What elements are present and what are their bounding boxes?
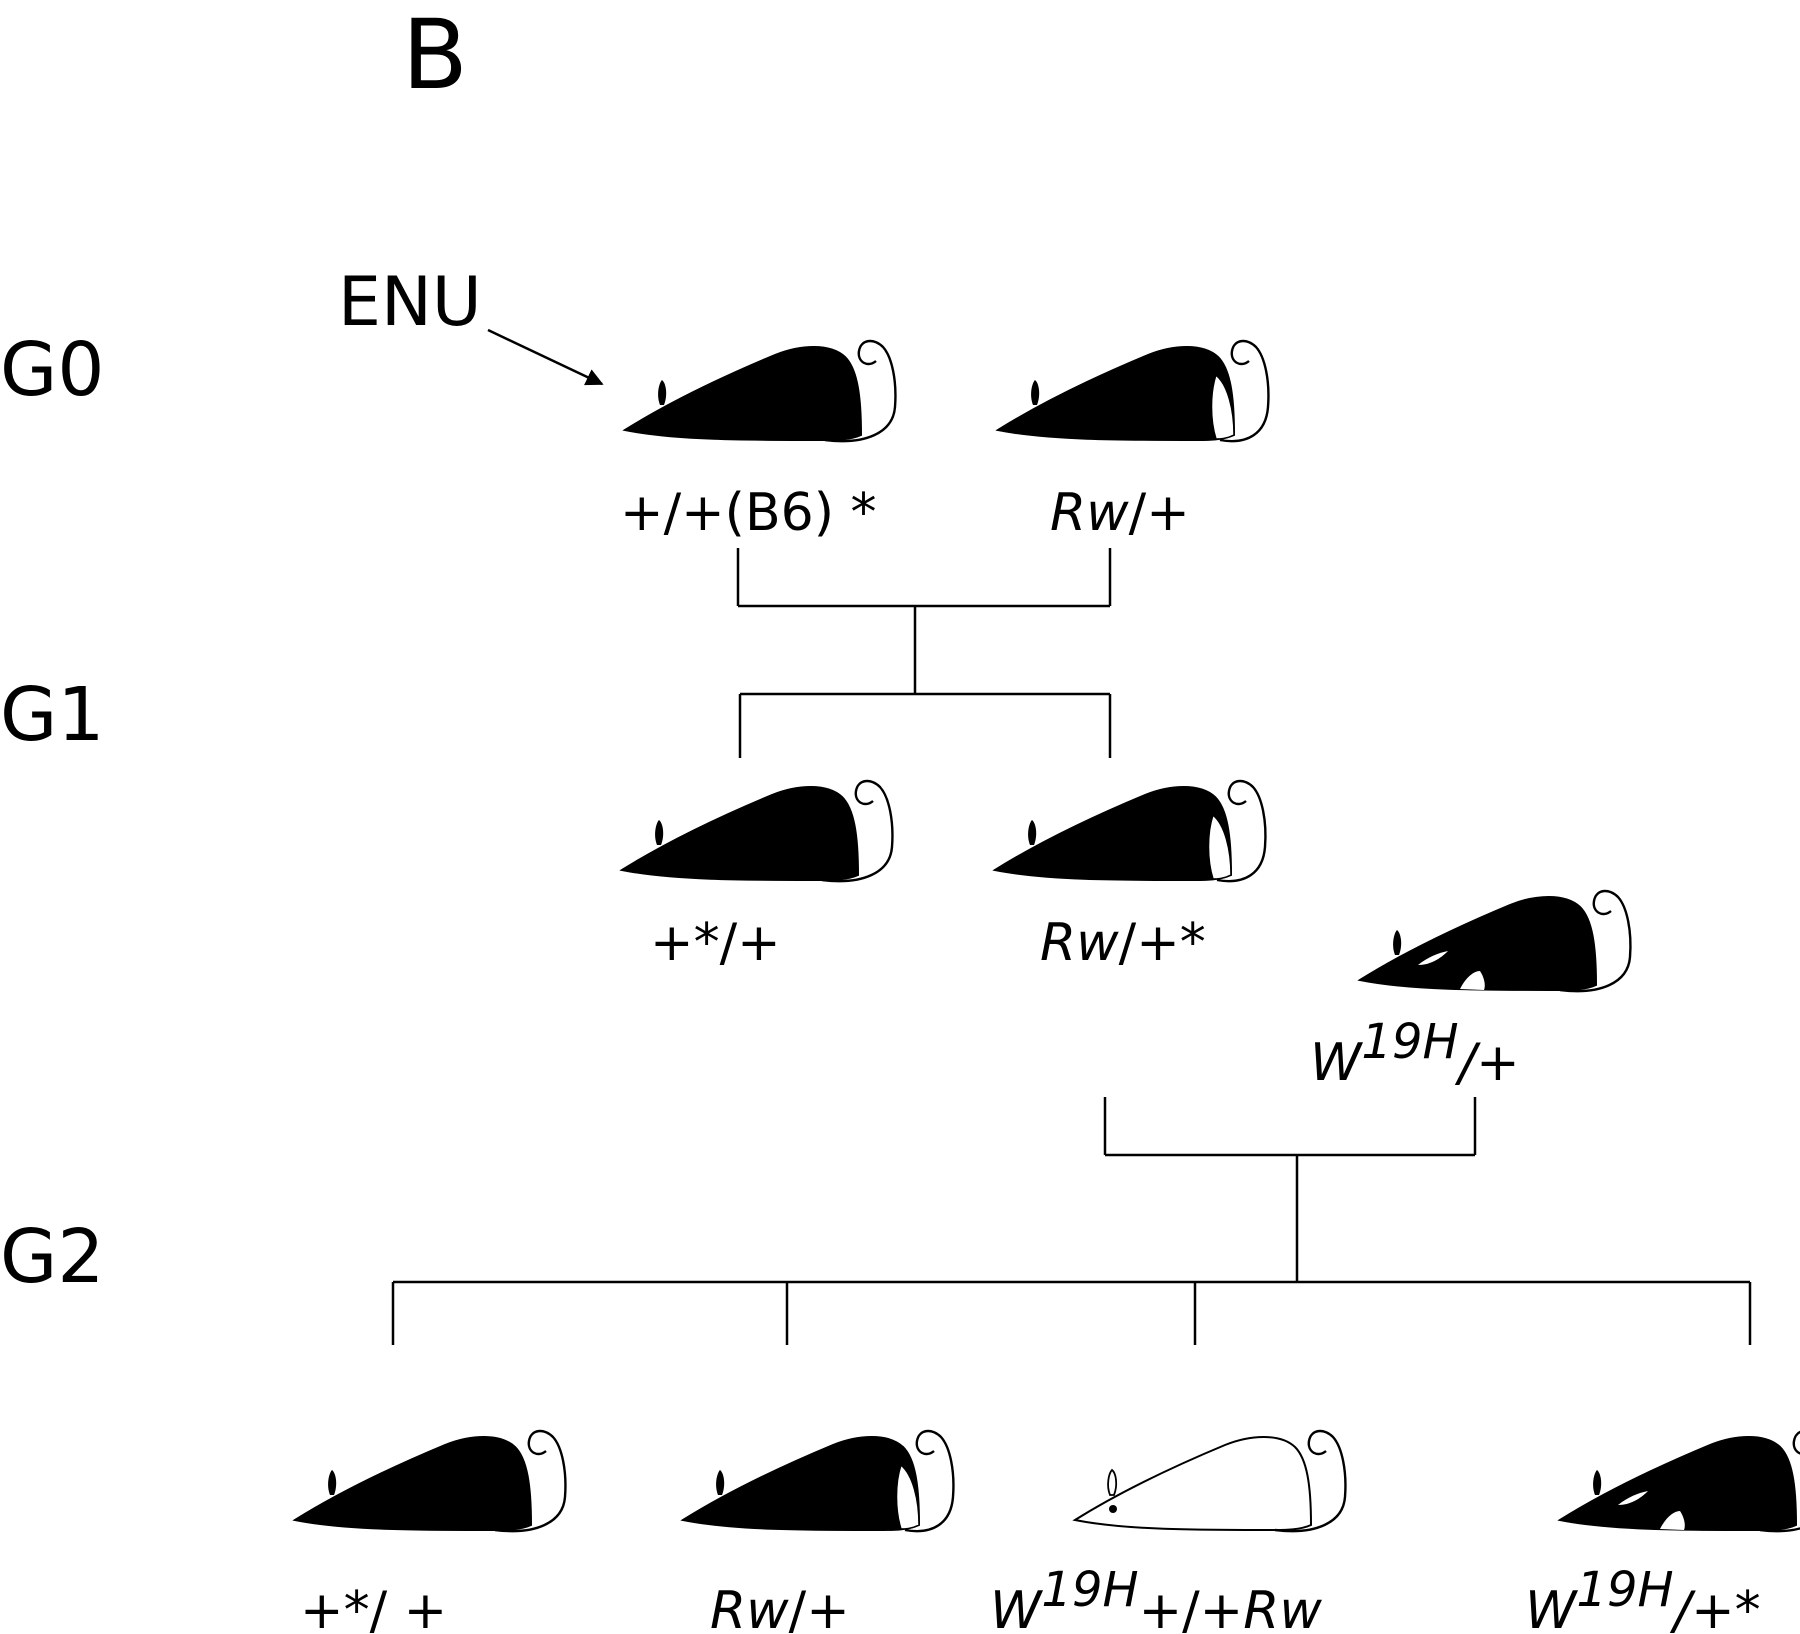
genotype-g2-rw: Rw/+	[710, 1581, 850, 1634]
mouse-w19h-icon	[1358, 889, 1632, 993]
mouse-g2-rw-icon	[681, 1429, 955, 1533]
genotype-g1-rw: Rw/+*	[1040, 913, 1206, 973]
generation-label-g1: G1	[0, 672, 104, 758]
mouse-g1-plus-icon	[620, 779, 894, 883]
genotype-w19h: W19H/+	[1310, 1014, 1520, 1093]
mouse-g1-rw-icon	[993, 779, 1267, 883]
enu-label: ENU	[338, 263, 482, 342]
genotype-g2-w19h: W19H/+*	[1525, 1562, 1761, 1634]
genotype-g0-b6: +/+(B6) *	[620, 483, 877, 543]
mouse-g0-b6-icon	[623, 339, 897, 443]
mouse-g2-double-icon	[1073, 1429, 1347, 1533]
generation-label-g0: G0	[0, 327, 104, 413]
mouse-g2-w19h-icon	[1558, 1429, 1800, 1533]
genotype-g2-double: W19H+/+Rw	[990, 1562, 1322, 1634]
enu-arrow	[487, 328, 604, 386]
mouse-g2-plus-icon	[293, 1429, 567, 1533]
mouse-g0-rw-icon	[996, 339, 1270, 443]
genotype-g0-rw: Rw/+	[1050, 483, 1190, 543]
generation-label-g2: G2	[0, 1214, 104, 1300]
genotype-g1-plus: +*/+	[650, 913, 781, 973]
cross-lines-g0-g1	[736, 548, 1112, 758]
cross-lines-g1-g2	[391, 1097, 1752, 1345]
genotype-g2-plus: +*/ +	[300, 1581, 447, 1634]
panel-label: B	[402, 0, 468, 111]
